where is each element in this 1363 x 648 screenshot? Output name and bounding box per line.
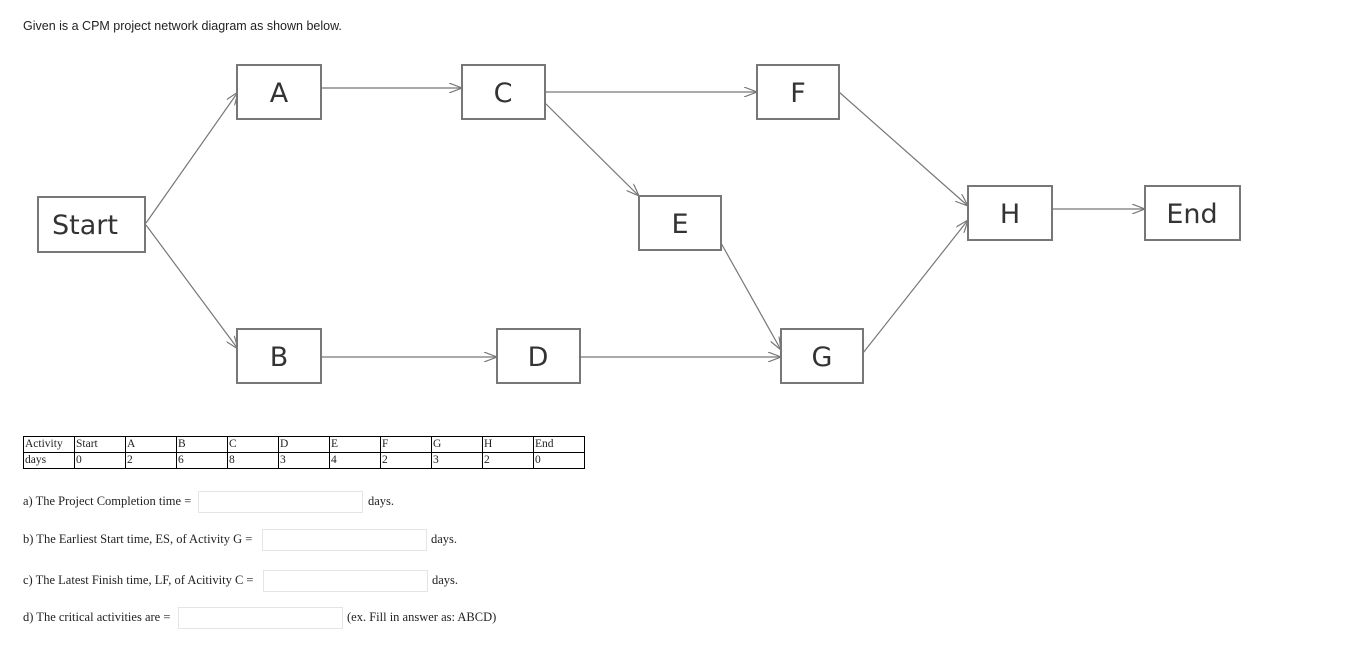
- node-f-label: F: [790, 78, 806, 109]
- node-h-label: H: [1000, 199, 1020, 230]
- table-cell: days: [23, 452, 75, 469]
- node-d: D: [496, 328, 581, 384]
- edge-e-g: [720, 242, 781, 350]
- node-e: E: [638, 195, 722, 251]
- answer-a-input[interactable]: [198, 491, 363, 513]
- edge-c-e: [544, 102, 639, 196]
- edge-start-b: [145, 224, 238, 349]
- question-c-suffix: days.: [432, 573, 459, 587]
- edge-g-h: [862, 220, 968, 354]
- table-cell: D: [278, 436, 330, 453]
- table-cell: 3: [278, 452, 330, 469]
- table-cell: 0: [533, 452, 585, 469]
- intro-text: Given is a CPM project network diagram a…: [23, 19, 342, 33]
- node-e-label: E: [671, 209, 688, 240]
- node-start: Start: [37, 196, 146, 253]
- table-cell: E: [329, 436, 381, 453]
- node-d-label: D: [528, 342, 549, 373]
- node-f: F: [756, 64, 840, 120]
- table-cell: B: [176, 436, 228, 453]
- table-cell: End: [533, 436, 585, 453]
- question-c-label: c) The Latest Finish time, LF, of Acitiv…: [23, 573, 254, 587]
- table-cell: A: [125, 436, 177, 453]
- table-header-row: Activity Start A B C D E F G H End: [23, 436, 585, 453]
- node-b-label: B: [270, 342, 289, 373]
- table-cell: 8: [227, 452, 279, 469]
- node-c: C: [461, 64, 546, 120]
- node-start-label: Start: [52, 210, 118, 241]
- node-a: A: [236, 64, 322, 120]
- node-h: H: [967, 185, 1053, 241]
- table-cell: F: [380, 436, 432, 453]
- node-g-label: G: [812, 342, 833, 373]
- activity-duration-table: Activity Start A B C D E F G H End days …: [23, 436, 585, 469]
- cpm-network-diagram: Start A B C D E F G H End: [37, 64, 1241, 384]
- table-cell: 0: [74, 452, 126, 469]
- table-cell: H: [482, 436, 534, 453]
- question-b-suffix: days.: [431, 532, 458, 546]
- node-end-label: End: [1166, 199, 1217, 230]
- answer-c-input[interactable]: [263, 570, 428, 592]
- question-a-suffix: days.: [368, 494, 395, 508]
- table-cell: Activity: [23, 436, 75, 453]
- node-b: B: [236, 328, 322, 384]
- node-end: End: [1144, 185, 1241, 241]
- question-d-suffix: (ex. Fill in answer as: ABCD): [347, 610, 497, 624]
- edge-f-h: [838, 91, 968, 206]
- node-a-label: A: [270, 78, 289, 109]
- answer-d-input[interactable]: [178, 607, 343, 629]
- table-cell: C: [227, 436, 279, 453]
- edge-start-a: [145, 92, 238, 224]
- table-cell: 3: [431, 452, 483, 469]
- question-b-label: b) The Earliest Start time, ES, of Activ…: [23, 532, 253, 546]
- table-cell: 6: [176, 452, 228, 469]
- table-cell: 2: [380, 452, 432, 469]
- table-cell: Start: [74, 436, 126, 453]
- answer-b-input[interactable]: [262, 529, 427, 551]
- question-a-label: a) The Project Completion time =: [23, 494, 192, 508]
- table-row: days 0 2 6 8 3 4 2 3 2 0: [23, 452, 585, 469]
- node-c-label: C: [494, 78, 513, 109]
- table-cell: 2: [125, 452, 177, 469]
- question-d-label: d) The critical activities are =: [23, 610, 171, 624]
- node-g: G: [780, 328, 864, 384]
- table-cell: 2: [482, 452, 534, 469]
- table-cell: 4: [329, 452, 381, 469]
- table-cell: G: [431, 436, 483, 453]
